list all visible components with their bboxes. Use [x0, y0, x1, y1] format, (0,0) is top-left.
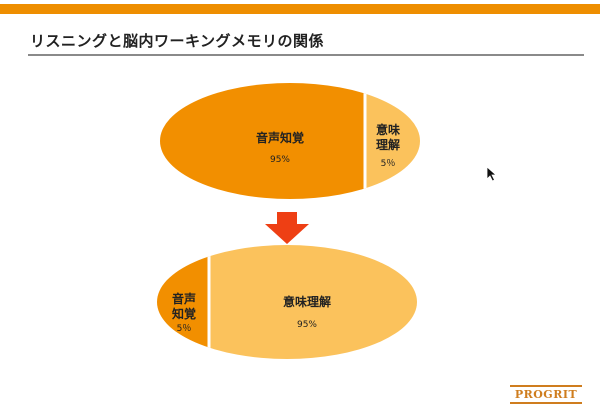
top-main-pct: 95% — [269, 155, 290, 165]
slide-title: リスニングと脳内ワーキングメモリの関係 — [30, 32, 325, 50]
top-side-pct: 5％ — [380, 159, 396, 169]
progrit-logo: PROGRIT — [510, 385, 582, 404]
top-ellipse — [160, 83, 420, 199]
title-divider — [28, 54, 584, 56]
bottom-main-label: 意味理解 — [282, 295, 331, 309]
bottom-side-label-line2: 知覚 — [171, 307, 196, 321]
bottom-main-pct: 95% — [296, 320, 317, 330]
top-accent-bar — [0, 4, 600, 14]
mouse-pointer-icon — [486, 166, 498, 182]
bottom-segment-main — [209, 245, 417, 359]
top-segment-main — [160, 83, 365, 199]
top-main-label: 音声知覚 — [255, 131, 304, 145]
logo-text: PROGRIT — [514, 388, 578, 401]
top-side-label-line1: 意味 — [375, 123, 400, 137]
bottom-side-label-line1: 音声 — [171, 292, 196, 306]
top-side-label-line2: 理解 — [375, 138, 400, 152]
down-arrow-icon — [265, 212, 309, 244]
bottom-side-pct: 5％ — [176, 324, 192, 334]
